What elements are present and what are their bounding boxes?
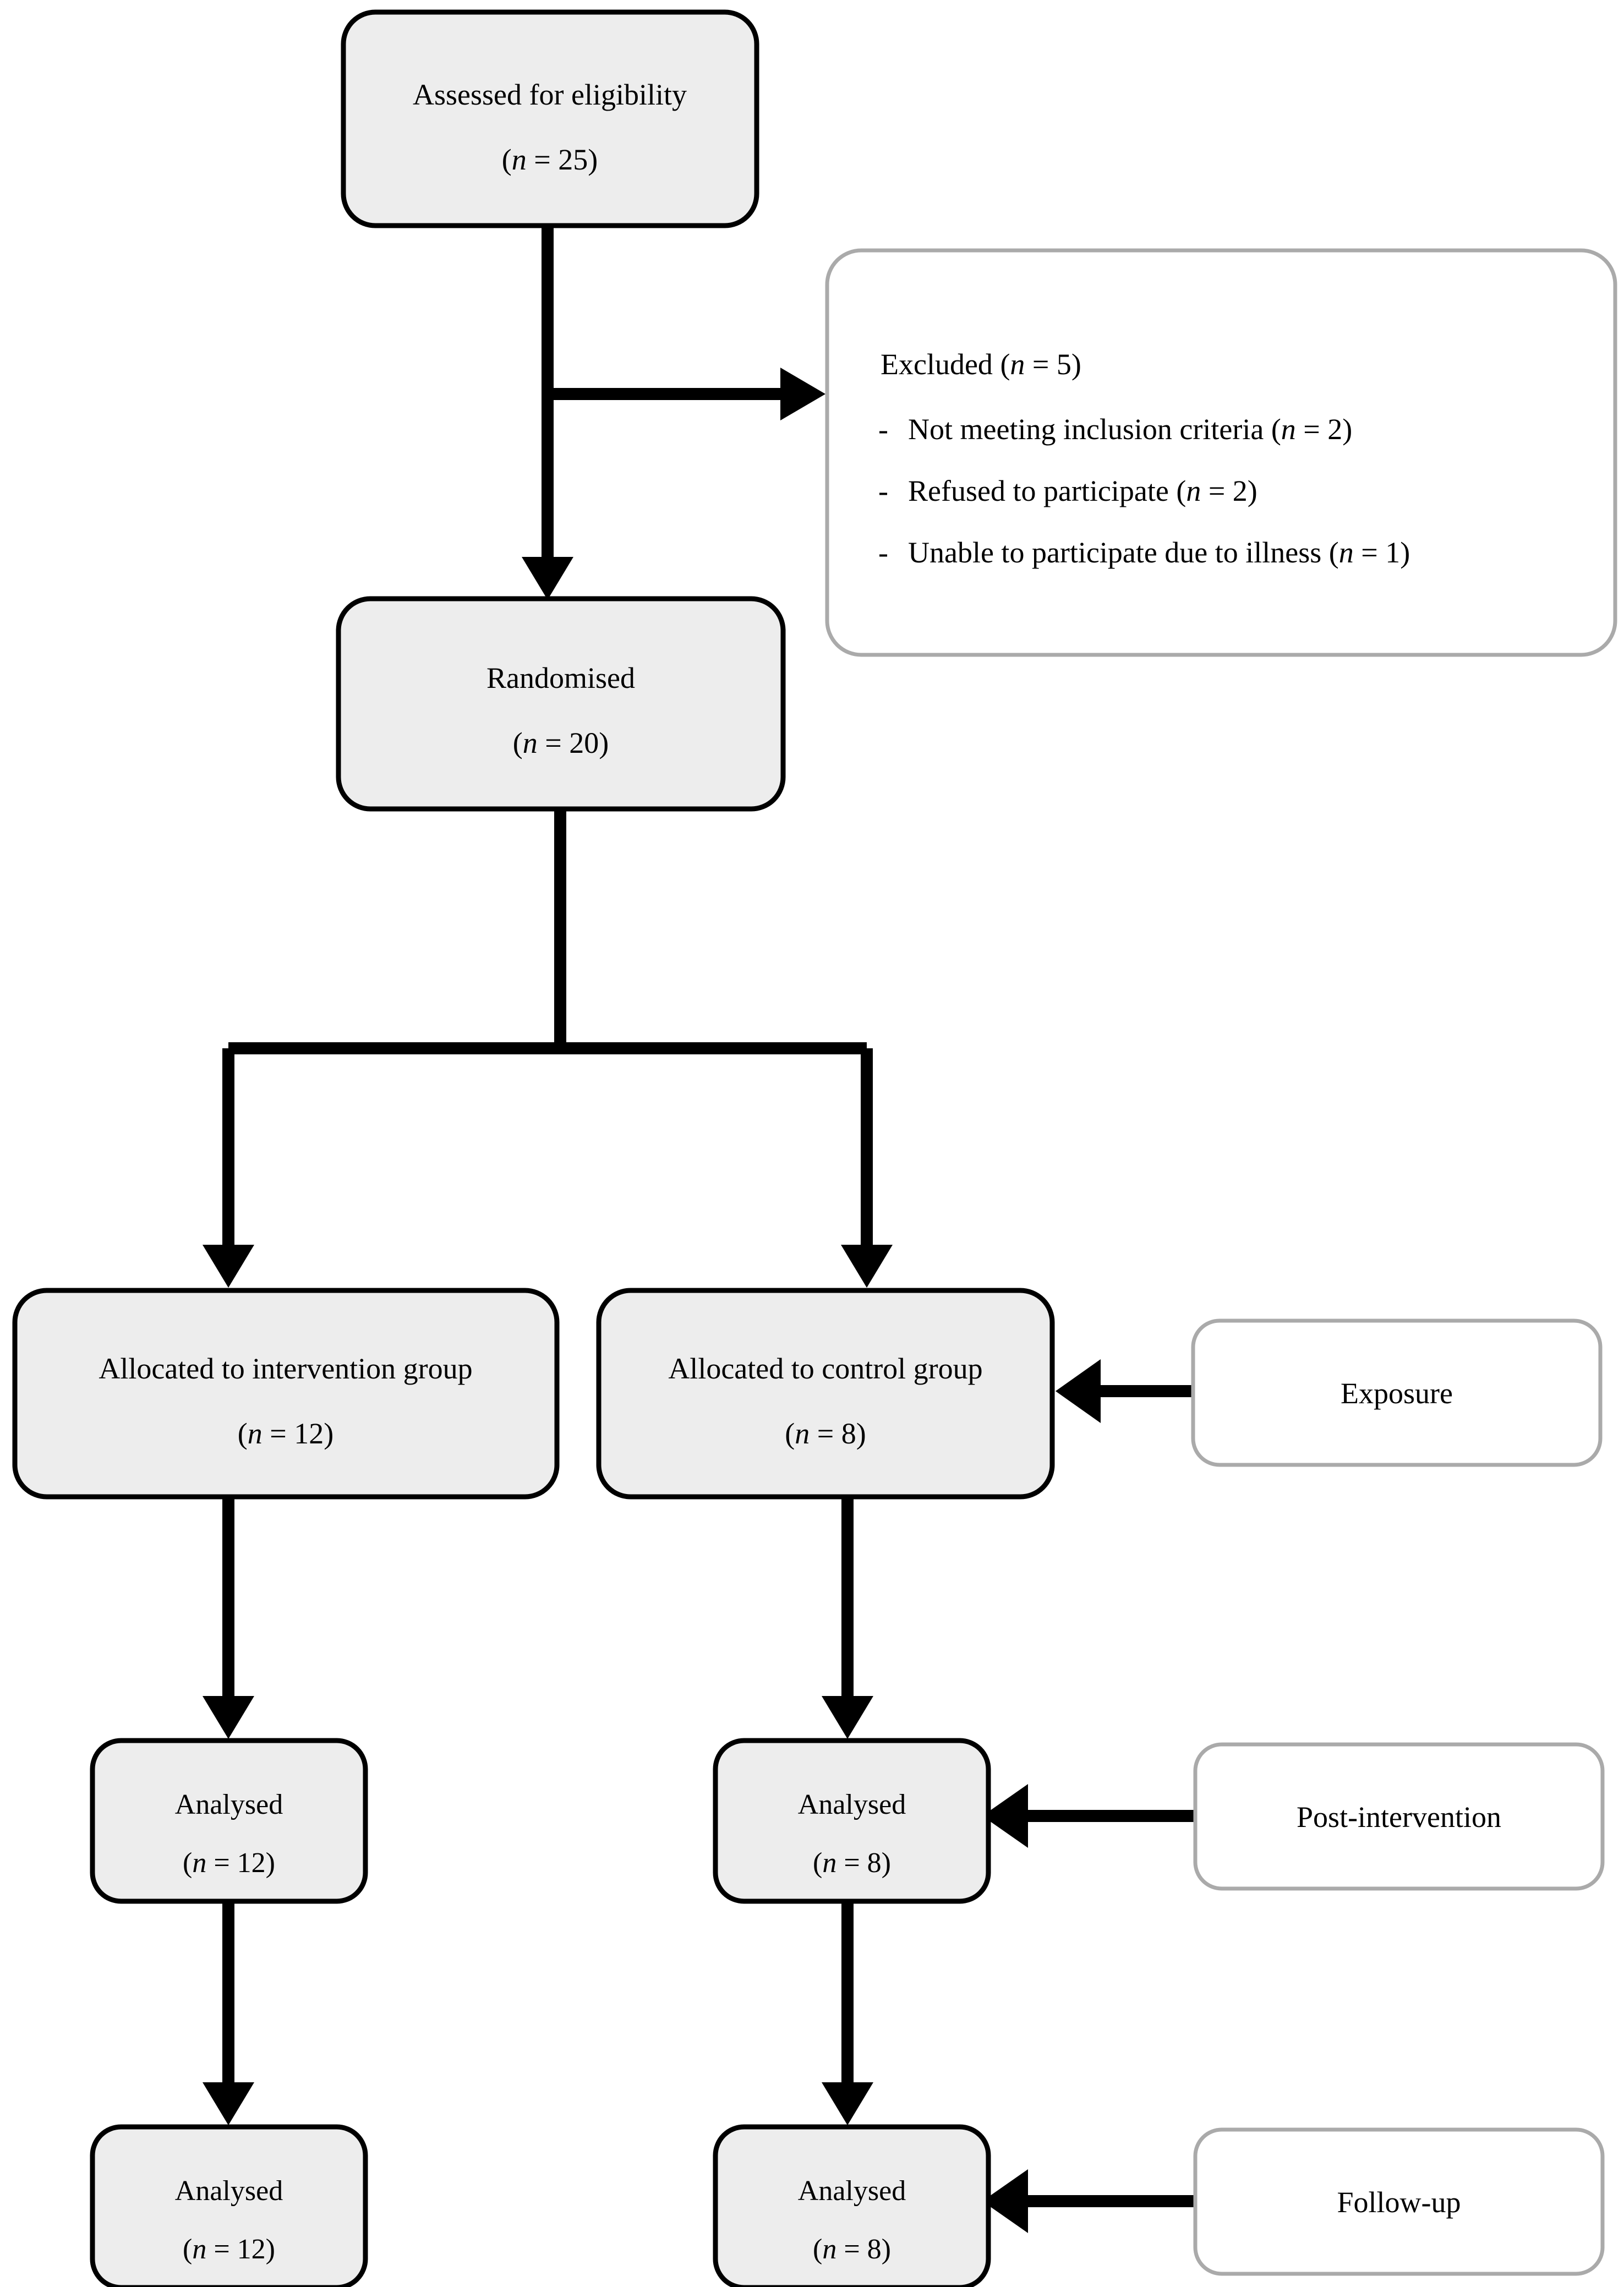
arrow-head-left-analysed-control-followup [982,2169,1028,2233]
node-allocated-intervention-count: (n = 12) [238,1417,333,1450]
node-allocated-intervention[interactable]: Allocated to intervention group (n = 12) [12,1288,560,1500]
node-randomised-count: (n = 20) [513,726,609,759]
node-analysed-control-post-count: (n = 8) [813,1847,891,1879]
node-allocated-control-shape[interactable] [596,1288,1055,1500]
node-analysed-intervention-post-shape[interactable] [90,1738,368,1904]
node-allocated-control[interactable]: Allocated to control group (n = 8) [596,1288,1055,1500]
node-analysed-intervention-post-label: Analysed [175,1789,283,1820]
node-follow-up[interactable]: Follow-up [1193,2127,1605,2276]
node-allocated-intervention-shape[interactable] [12,1288,560,1500]
arrow-head-left-control [1056,1359,1101,1423]
node-analysed-intervention-followup[interactable]: Analysed (n = 12) [90,2124,368,2287]
excluded-list-item: - Unable to participate due to illness (… [878,536,1410,569]
node-excluded[interactable]: Excluded (n = 5) - Not meeting inclusion… [825,248,1617,657]
connector-control-to-analysed-post [822,1497,873,1739]
connector-analysed-control-post-to-followup [822,1901,873,2125]
node-analysed-intervention-post-count: (n = 12) [183,1847,275,1879]
arrow-head-down-control [841,1245,893,1288]
arrow-head-left-analysed-control-post [982,1784,1028,1848]
connector-eligibility-to-excluded [548,368,825,420]
node-post-intervention-label: Post-intervention [1297,1801,1501,1834]
node-analysed-control-post-label: Analysed [798,1789,906,1820]
node-analysed-control-post-shape[interactable] [713,1738,991,1904]
excluded-item-text: Unable to participate due to illness (n … [908,536,1410,569]
node-exposure-label: Exposure [1341,1377,1453,1410]
node-analysed-intervention-followup-shape[interactable] [90,2124,368,2287]
excluded-item-bullet: - [878,536,888,569]
node-randomised-label: Randomised [486,661,635,694]
arrow-head-down-analysed-control-followup [822,2082,873,2125]
node-analysed-intervention-followup-count: (n = 12) [183,2234,275,2265]
node-analysed-intervention-post[interactable]: Analysed (n = 12) [90,1738,368,1904]
arrow-head-down-analysed-intervention-followup [203,2082,254,2125]
node-exposure[interactable]: Exposure [1191,1318,1603,1467]
arrow-head-right-excluded [780,368,825,420]
excluded-item-text: Not meeting inclusion criteria (n = 2) [908,413,1352,446]
node-post-intervention[interactable]: Post-intervention [1193,1742,1605,1891]
node-excluded-heading: Excluded (n = 5) [881,348,1081,381]
arrow-head-down-randomised [522,557,573,600]
arrow-head-down-intervention [203,1245,254,1288]
node-assessed-for-eligibility-label: Assessed for eligibility [413,78,687,111]
node-analysed-control-followup-label: Analysed [798,2175,906,2207]
node-assessed-for-eligibility[interactable]: Assessed for eligibility (n = 25) [341,9,759,228]
node-analysed-control-followup-count: (n = 8) [813,2234,891,2265]
node-analysed-control-post[interactable]: Analysed (n = 8) [713,1738,991,1904]
node-randomised[interactable]: Randomised (n = 20) [336,596,786,812]
arrow-head-down-analysed-control-post [822,1696,873,1739]
node-post-intervention-shape[interactable] [1193,1742,1605,1891]
node-analysed-intervention-followup-label: Analysed [175,2175,283,2207]
excluded-list-item: - Refused to participate (n = 2) [878,474,1257,507]
connector-eligibility-to-randomised [522,226,573,600]
excluded-item-bullet: - [878,474,888,507]
connector-exposure-to-control [1056,1359,1191,1423]
connector-followup-to-analysed [982,2169,1194,2233]
node-allocated-intervention-label: Allocated to intervention group [99,1352,472,1385]
node-assessed-for-eligibility-shape[interactable] [341,9,759,228]
connector-intervention-to-analysed-post [203,1497,254,1739]
node-follow-up-shape[interactable] [1193,2127,1605,2276]
connector-randomised-split [203,809,893,1288]
excluded-list-item: - Not meeting inclusion criteria (n = 2) [878,413,1352,446]
node-excluded-shape[interactable] [825,248,1617,657]
node-allocated-control-count: (n = 8) [785,1417,866,1450]
connector-postintervention-to-analysed [982,1784,1194,1848]
node-analysed-control-followup[interactable]: Analysed (n = 8) [713,2124,991,2287]
node-exposure-shape[interactable] [1191,1318,1603,1467]
node-assessed-for-eligibility-count: (n = 25) [502,143,598,176]
excluded-item-text: Refused to participate (n = 2) [908,474,1257,507]
node-analysed-control-followup-shape[interactable] [713,2124,991,2287]
node-randomised-shape[interactable] [336,596,786,812]
node-allocated-control-label: Allocated to control group [668,1352,982,1385]
excluded-item-bullet: - [878,413,888,446]
arrow-head-down-analysed-intervention-post [203,1696,254,1739]
connector-analysed-intervention-post-to-followup [203,1901,254,2125]
node-follow-up-label: Follow-up [1337,2186,1461,2219]
